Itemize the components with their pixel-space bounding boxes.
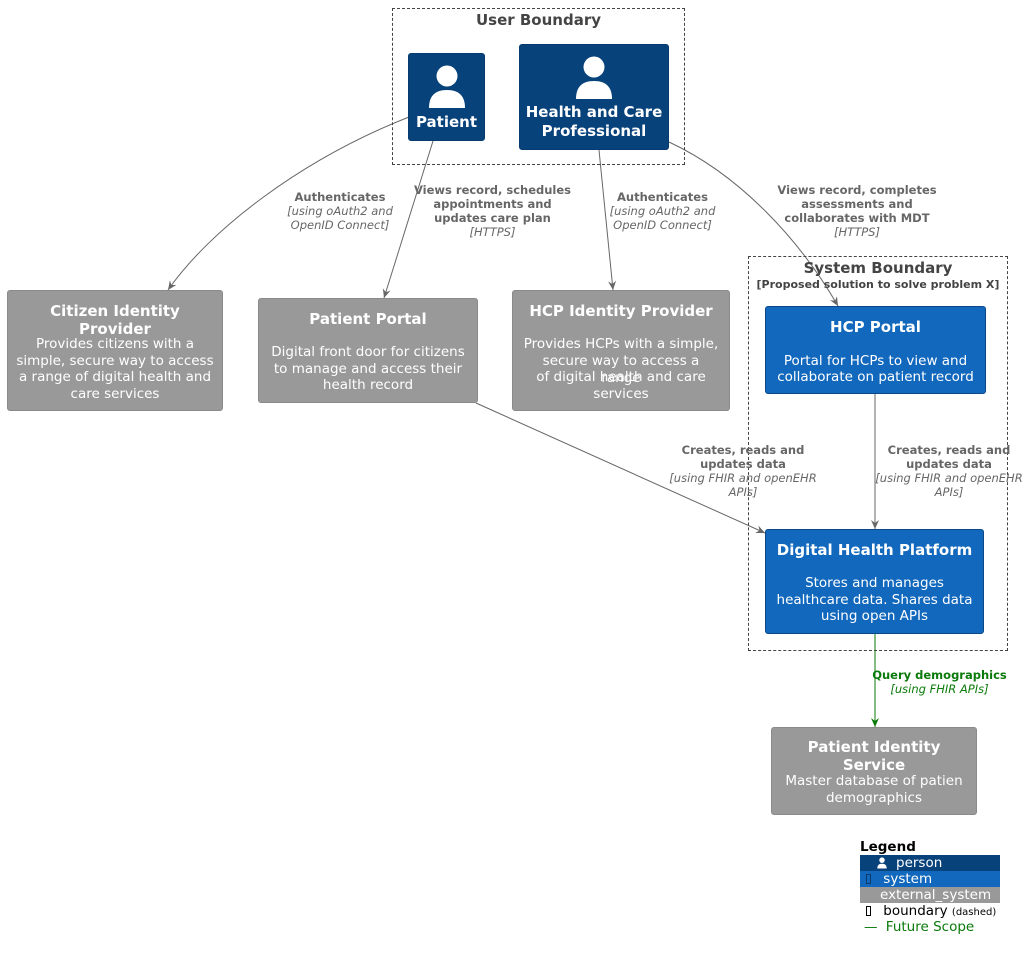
patient-identity-service-node[interactable]: Patient Identity Service Master database…	[771, 727, 977, 815]
hcp-idp-desc-2: secure way to access a range	[542, 353, 700, 386]
edge-patient-citizen-idp	[167, 116, 410, 291]
hcp-title-line-1: Health and Care	[525, 103, 663, 121]
legend-system: system	[860, 871, 1000, 887]
future-scope-line-icon: —	[864, 919, 878, 935]
person-icon	[576, 56, 612, 99]
person-icon	[877, 857, 887, 869]
hcp-title-line-2: Professional	[541, 122, 647, 140]
legend: Legend person system external_system bou…	[860, 839, 1000, 935]
system-boundary-subtitle: [Proposed solution to solve problem X]	[756, 278, 1000, 291]
pis-title: Patient Identity Service	[807, 738, 941, 774]
hcp-idp-desc-4: services	[593, 386, 649, 402]
patient-portal-title: Patient Portal	[309, 310, 427, 328]
edge-patient-portal-dhp	[475, 402, 766, 534]
dhp-desc-3: using open APIs	[820, 608, 929, 624]
user-boundary-title: User Boundary	[475, 11, 602, 29]
edge-hcp-hcp-portal	[668, 141, 839, 307]
rel-label-patient-portal-dhp: Creates, reads and updates data [using F…	[669, 443, 817, 499]
system-swatch-icon	[866, 874, 871, 884]
dhp-title: Digital Health Platform	[776, 541, 973, 559]
hcp-idp-desc-1: Provides HCPs with a simple,	[523, 336, 719, 352]
boundary-swatch-icon	[866, 906, 871, 916]
citizen-identity-provider-node[interactable]: Citizen Identity Provider Provides citiz…	[7, 290, 223, 411]
person-icon	[428, 65, 465, 108]
edge-hcp-hcp-idp	[598, 149, 617, 291]
rel-label-hcp-portal: Views record, completes assessments and …	[777, 183, 937, 239]
rel-label-dhp-pis: Query demographics [using FHIR APIs]	[872, 668, 1007, 696]
legend-boundary: boundary (dashed)	[860, 903, 1000, 919]
legend-person: person	[860, 855, 1000, 871]
patient-title: Patient	[415, 113, 478, 131]
rel-label-patient-citizen-idp: Authenticates [using oAuth2 and OpenID C…	[287, 190, 393, 232]
hcp-portal-node[interactable]: HCP Portal Portal for HCPs to view and c…	[765, 306, 986, 394]
patient-portal-desc-1: Digital front door for citizens	[271, 344, 465, 360]
pis-desc-2: demographics	[825, 790, 922, 806]
hcp-portal-desc-2: collaborate on patient record	[777, 369, 974, 385]
hcp-identity-provider-node[interactable]: HCP Identity Provider Provides HCPs with…	[512, 290, 730, 411]
edge-patient-patient-portal	[382, 140, 434, 299]
hcp-idp-title: HCP Identity Provider	[529, 302, 713, 320]
citizen-idp-desc-2: simple, secure way to access	[16, 353, 214, 369]
hcp-portal-desc-1: Portal for HCPs to view and	[783, 353, 968, 369]
patient-portal-desc-2: to manage and access their	[273, 361, 463, 377]
digital-health-platform-node[interactable]: Digital Health Platform Stores and manag…	[765, 529, 984, 634]
dhp-desc-1: Stores and manages	[805, 575, 944, 591]
citizen-idp-desc-3: a range of digital health and	[18, 369, 212, 385]
rel-label-hcp-portal-dhp: Creates, reads and updates data [using F…	[875, 443, 1023, 499]
citizen-idp-desc-4: care services	[70, 386, 160, 402]
legend-external-system: external_system	[860, 887, 1000, 903]
pis-desc-1: Master database of patien	[785, 773, 963, 789]
patient-node[interactable]: Patient	[408, 53, 485, 141]
hcp-portal-title: HCP Portal	[830, 318, 921, 336]
patient-portal-desc-3: health record	[322, 377, 414, 393]
legend-title: Legend	[860, 839, 916, 855]
rel-label-hcp-idp: Authenticates [using oAuth2 and OpenID C…	[609, 190, 716, 232]
rel-label-patient-portal: Views record, schedules appointments and…	[413, 183, 572, 239]
hcp-idp-desc-3: of digital health and care	[536, 369, 706, 385]
system-boundary-title: System Boundary	[803, 259, 953, 277]
patient-portal-node[interactable]: Patient Portal Digital front door for ci…	[258, 298, 478, 403]
user-boundary: User Boundary	[392, 8, 685, 165]
dhp-desc-2: healthcare data. Shares data	[776, 592, 973, 608]
hcp-node[interactable]: Health and Care Professional	[519, 44, 669, 150]
legend-future-scope: — Future Scope	[864, 919, 975, 935]
citizen-idp-title: Citizen Identity Provider	[50, 302, 180, 338]
citizen-idp-desc-1: Provides citizens with a	[35, 336, 195, 352]
system-boundary: System Boundary [Proposed solution to so…	[748, 256, 1008, 651]
